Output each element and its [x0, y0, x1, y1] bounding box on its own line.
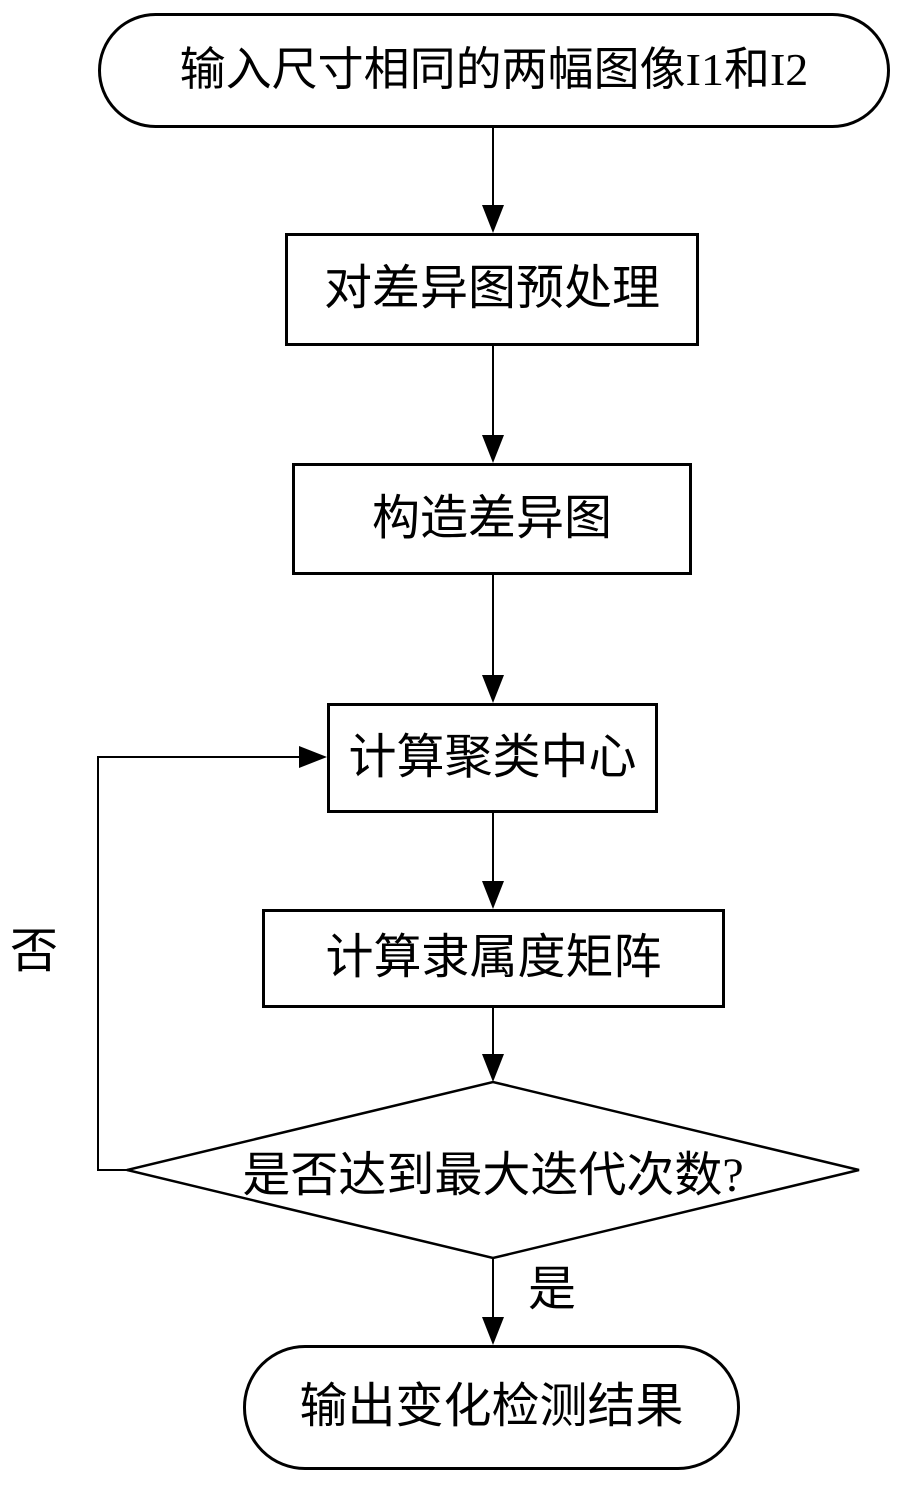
node-decision-label: 是否达到最大迭代次数?: [242, 1149, 744, 1202]
edge-preprocess-construct: [482, 346, 504, 463]
node-membership-label: 计算隶属度矩阵: [325, 931, 662, 985]
edge-decision-cluster-center-loop: [97, 746, 327, 1171]
node-membership-box: 计算隶属度矩阵: [262, 909, 725, 1008]
edge-cluster-center-membership: [482, 813, 504, 909]
arrowhead-icon: [482, 881, 504, 909]
node-start-terminator: 输入尺寸相同的两幅图像I1和I2: [98, 13, 890, 128]
node-preprocess-label: 对差异图预处理: [323, 262, 660, 316]
node-output-label: 输出变化检测结果: [299, 1380, 684, 1434]
arrowhead-icon: [299, 746, 327, 768]
arrowhead-icon: [482, 1317, 504, 1345]
node-output-terminator: 输出变化检测结果: [243, 1345, 740, 1470]
edge-label-yes: 是: [528, 1263, 577, 1316]
arrowhead-icon: [482, 1054, 504, 1082]
edge-construct-cluster-center: [482, 575, 504, 703]
arrowhead-icon: [482, 435, 504, 463]
edge-start-preprocess: [482, 128, 504, 233]
edge-decision-output: [482, 1258, 504, 1345]
edge-membership-decision: [482, 1008, 504, 1082]
decision-diamond-shape: [126, 1080, 860, 1260]
node-decision-diamond: 是否达到最大迭代次数?: [127, 1082, 859, 1258]
node-preprocess-box: 对差异图预处理: [285, 233, 699, 346]
node-construct-label: 构造差异图: [371, 491, 612, 545]
node-construct-box: 构造差异图: [292, 463, 692, 575]
node-start-label: 输入尺寸相同的两幅图像I1和I2: [179, 44, 809, 96]
edge-label-no: 否: [10, 925, 59, 978]
node-cluster-center-label: 计算聚类中心: [348, 730, 637, 784]
node-cluster-center-box: 计算聚类中心: [327, 703, 658, 813]
arrowhead-icon: [482, 675, 504, 703]
arrowhead-icon: [482, 205, 504, 233]
